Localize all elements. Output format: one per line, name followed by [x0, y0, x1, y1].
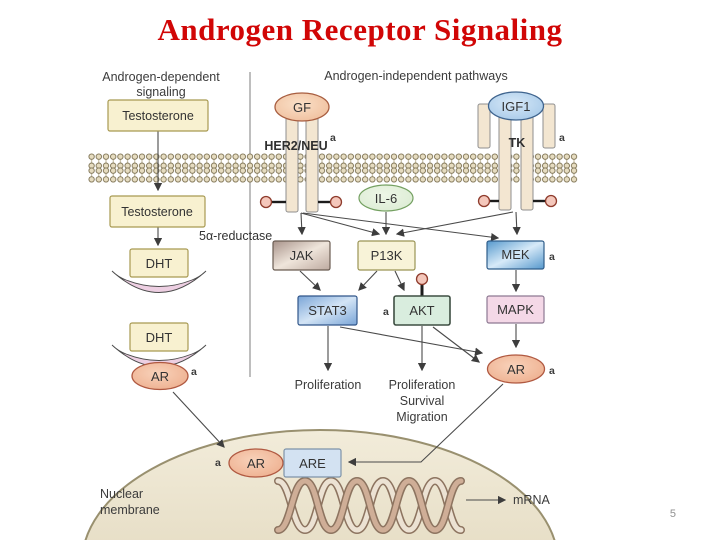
p13k-label: P13K: [371, 248, 403, 263]
her2neu-bar-left: [285, 113, 299, 213]
igf1-outer-bar-left: [477, 103, 491, 149]
igf1-oval: [487, 91, 545, 121]
arrow-igf1-mek: [512, 211, 521, 236]
testosterone1-label: Testosterone: [122, 109, 194, 123]
slide-title: Androgen Receptor Signaling: [157, 12, 563, 47]
are-label: ARE: [299, 456, 326, 471]
right-section-header: Androgen-independent pathways: [324, 69, 507, 83]
testosterone2-label: Testosterone: [121, 205, 193, 219]
ar-nucleus-oval: [228, 448, 284, 478]
superscript-a: a: [549, 365, 555, 377]
mek-box: [486, 240, 545, 270]
superscript-a: a: [549, 251, 555, 263]
dht1-box: [129, 248, 189, 278]
superscript-a: a: [215, 457, 221, 469]
p13k-box: [357, 240, 416, 271]
outcome-line2: Survival: [400, 394, 444, 408]
arrow-p13k-akt: [394, 270, 405, 292]
il6-label: IL-6: [375, 191, 397, 206]
igf1-inner-bar-left: [498, 111, 512, 211]
page-number: 5: [669, 508, 676, 520]
plasma-membrane: [88, 153, 578, 183]
arrow-her2-p13k: [300, 212, 381, 237]
arrow-p13k-stat3: [358, 270, 378, 291]
il6-oval: [358, 184, 414, 212]
arrow-jak-stat3: [299, 270, 321, 291]
stat3-label: STAT3: [308, 303, 347, 318]
are-box: [283, 448, 342, 478]
ar-right-label: AR: [507, 362, 525, 377]
ar-nucleus-label: AR: [247, 456, 265, 471]
nuclear-membrane-label-line2: membrane: [100, 503, 160, 517]
phospho-site-icon: [259, 195, 273, 209]
dht2-label: DHT: [146, 330, 173, 345]
gf-oval: [274, 92, 330, 122]
ar-right-oval: [486, 354, 546, 384]
superscript-a: a: [330, 132, 336, 144]
proliferation-label: Proliferation: [295, 378, 362, 392]
akt-box: [393, 295, 451, 326]
dht1-label: DHT: [146, 256, 173, 271]
left-section-header: Androgen-dependent: [102, 70, 220, 84]
nuclear-membrane-label: Nuclear: [100, 487, 143, 501]
arrows: [153, 131, 521, 505]
superscript-a: a: [191, 366, 197, 378]
stat3-box: [297, 295, 358, 326]
mrna-label: mRNA: [513, 493, 550, 507]
igf1-label: IGF1: [502, 99, 531, 114]
nucleus: [84, 429, 556, 540]
mapk-box: [486, 295, 545, 324]
dna-helix: [274, 476, 465, 535]
jak-label: JAK: [290, 248, 314, 263]
mapk-label: MAPK: [497, 302, 534, 317]
igf1-inner-bar-right: [520, 111, 534, 211]
jak-box: [272, 240, 331, 271]
gf-label: GF: [293, 100, 311, 115]
arrow-ar-to-are: [347, 383, 504, 467]
igf1-outer-bar-right: [542, 103, 556, 149]
phospho-site-icon: [477, 194, 491, 208]
arrow-akt-ar: [432, 326, 480, 363]
ar-pocket-crescent: [111, 270, 207, 293]
left-section-header-line2: signaling: [136, 85, 185, 99]
her2neu-label: HER2/NEU: [264, 139, 327, 153]
arrow-her2-mek: [302, 212, 500, 242]
testosterone2-box: [109, 195, 206, 228]
tk-label: TK: [509, 136, 526, 150]
phospho-site-icon: [544, 194, 558, 208]
reductase-label: 5α-reductase: [199, 229, 272, 243]
superscript-a: a: [559, 132, 565, 144]
testosterone1-box: [107, 99, 209, 132]
her2neu-bar-right: [305, 113, 319, 213]
igf1-receptor: [477, 91, 558, 211]
outcome-line1: Proliferation: [389, 378, 456, 392]
outcome-line3: Migration: [396, 410, 447, 424]
phospho-site-icon: [415, 272, 429, 286]
dht2-box: [129, 322, 189, 352]
arrow-stat3-ar: [339, 326, 484, 356]
arrow-igf1-p13k: [395, 211, 514, 237]
ar-left-oval: [131, 361, 189, 391]
arrow-ar-to-nucleus: [172, 391, 225, 448]
her2neu-receptor: [259, 92, 343, 213]
arrow-her2-jak: [297, 212, 306, 236]
ar-left-label: AR: [151, 369, 169, 384]
phospho-site-icon: [329, 195, 343, 209]
akt-label: AKT: [409, 303, 434, 318]
mek-label: MEK: [501, 247, 530, 262]
superscript-a: a: [383, 306, 389, 318]
